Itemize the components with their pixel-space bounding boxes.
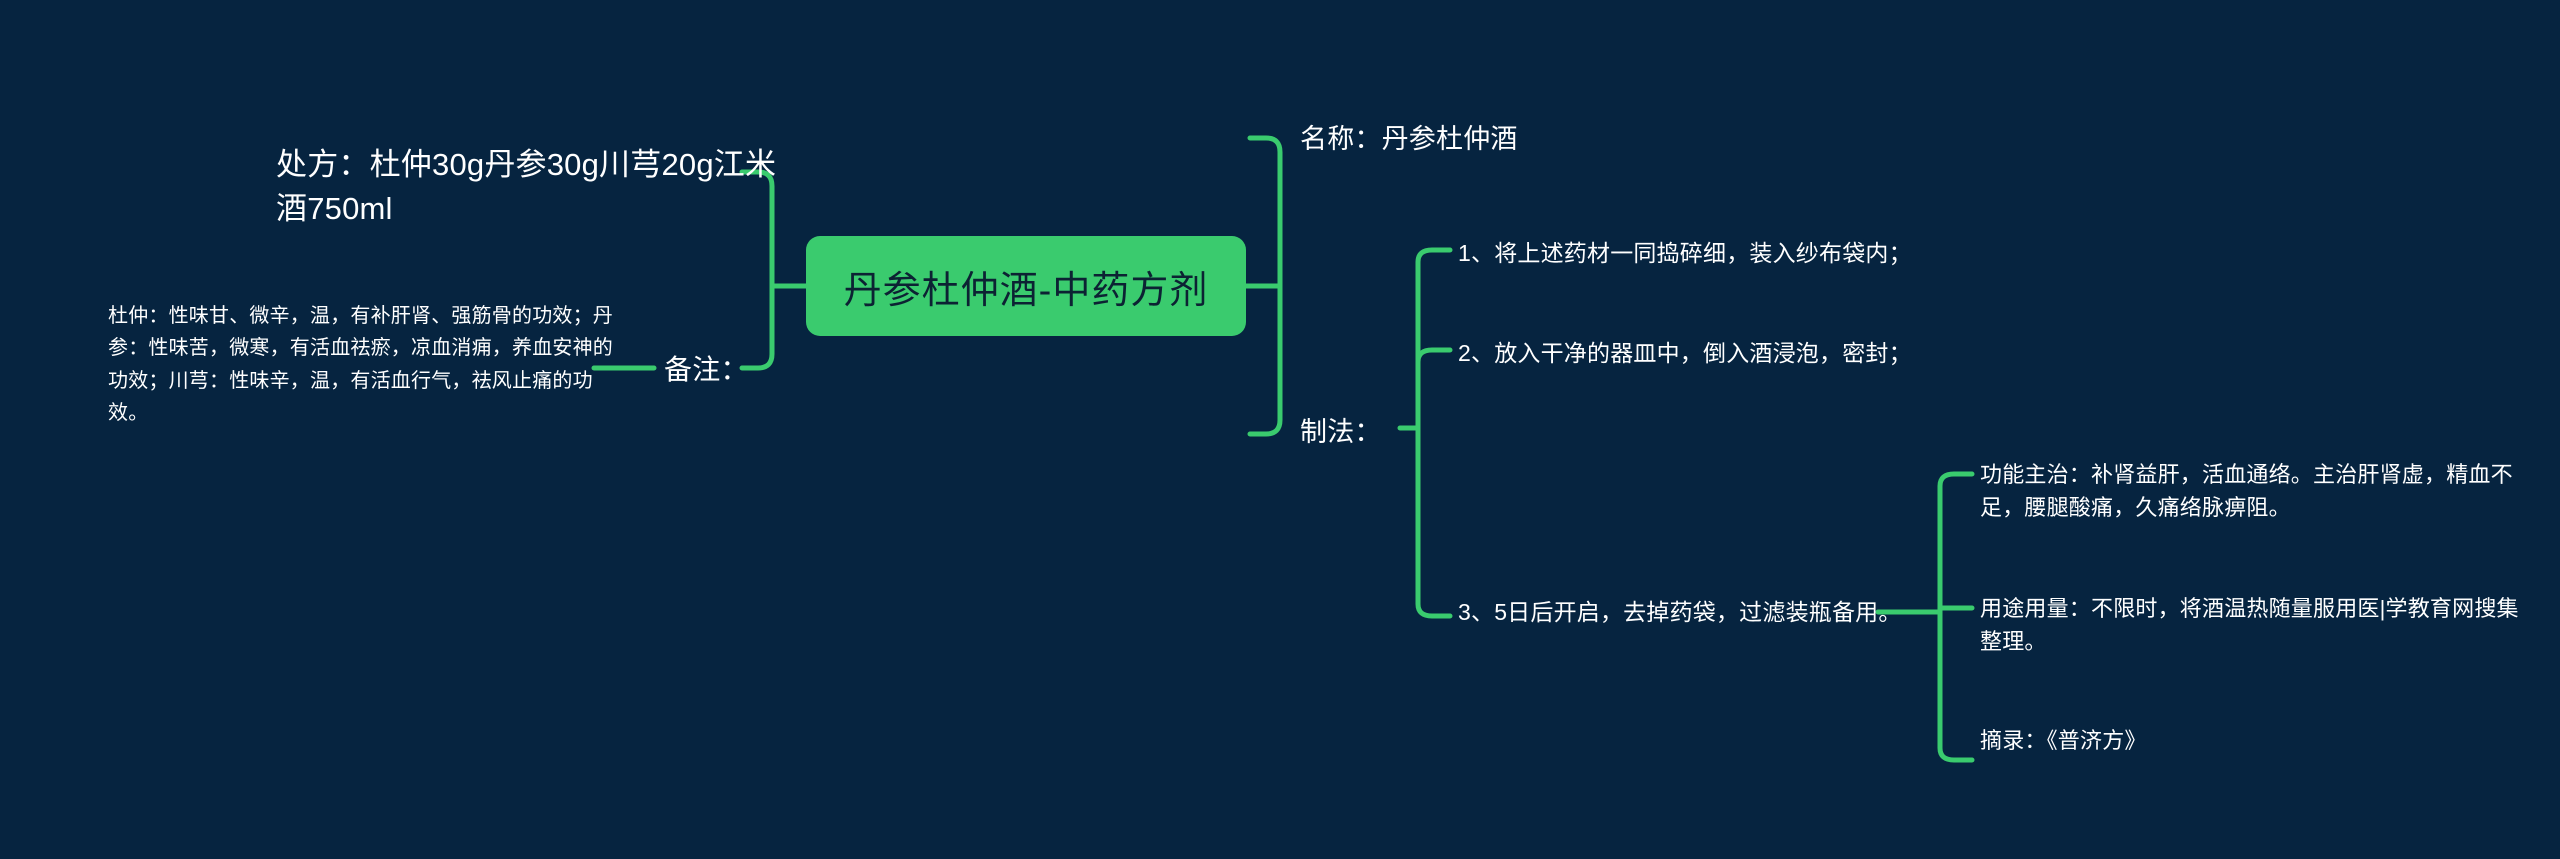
node-usage-dosage[interactable]: 用途用量：不限时，将酒温热随量服用医|学教育网搜集整理。 — [1980, 596, 2519, 655]
connector-step2 — [1415, 347, 1453, 365]
node-prescription[interactable]: 处方：杜仲30g丹参30g川芎20g江米酒750ml — [276, 147, 777, 227]
node-method-step-3[interactable]: 3、5日后开启，去掉药袋，过滤装瓶备用。 — [1458, 599, 1902, 625]
node-remark-label[interactable]: 备注： — [664, 354, 749, 385]
connector-sub-func — [1937, 471, 1975, 509]
node-function-indication[interactable]: 功能主治：补肾益肝，活血通络。主治肝肾虚，精血不足，腰腿酸痛，久痛络脉痹阻。 — [1980, 462, 2513, 521]
root-node[interactable]: 丹参杜仲酒-中药方剂 — [806, 236, 1246, 336]
connector-sub-source — [1937, 725, 1975, 763]
node-method-step-1[interactable]: 1、将上述药材一同捣碎细，装入纱布袋内； — [1458, 240, 1912, 266]
node-source[interactable]: 摘录：《普济方》 — [1980, 728, 2147, 753]
connector-step3 — [1415, 581, 1453, 619]
node-name[interactable]: 名称：丹参杜仲酒 — [1300, 124, 1518, 154]
node-method-label[interactable]: 制法： — [1300, 417, 1382, 447]
connector-right-trunk — [1259, 159, 1283, 413]
connector-right-method — [1247, 393, 1283, 437]
node-method-step-2[interactable]: 2、放入干净的器皿中，倒入酒浸泡，密封； — [1458, 340, 1912, 366]
connector-step1 — [1415, 247, 1453, 285]
connector-right-name — [1247, 135, 1283, 179]
node-remark-body[interactable]: 杜仲：性味甘、微辛，温，有补肝肾、强筋骨的功效；丹参：性味苦，微寒，有活血祛瘀，… — [108, 305, 613, 425]
root-node-label: 丹参杜仲酒-中药方剂 — [843, 269, 1209, 312]
